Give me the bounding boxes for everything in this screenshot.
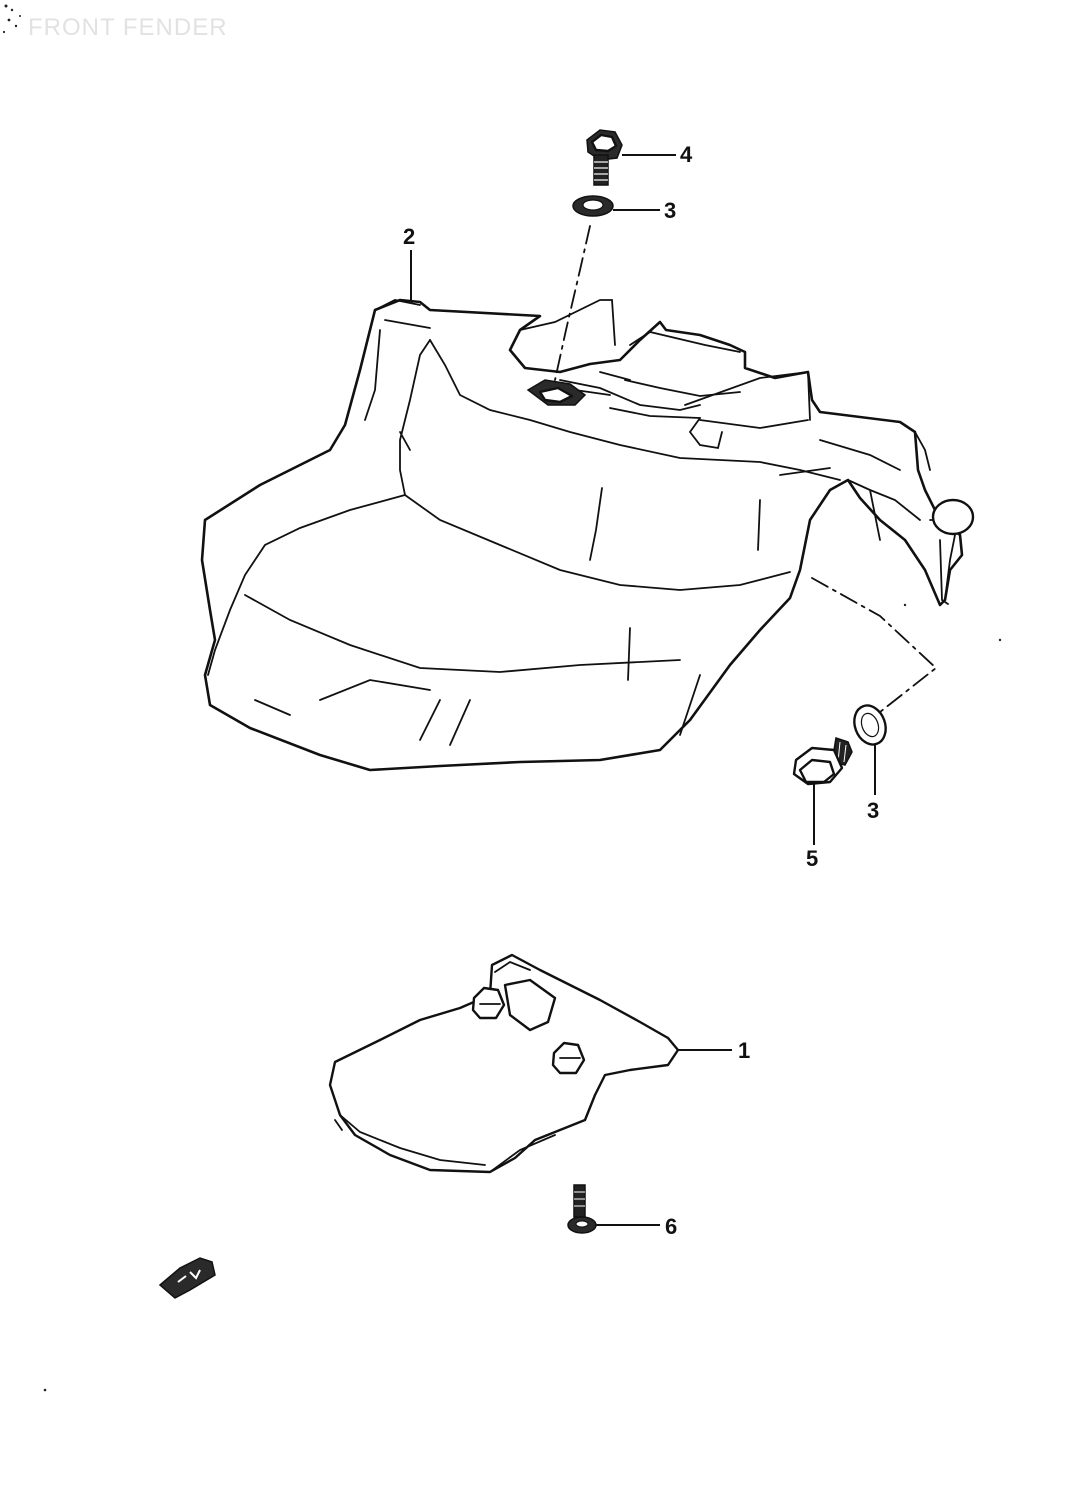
plate-outline	[328, 953, 680, 1174]
callout-3-top: 3	[664, 198, 676, 223]
washer-part-3-top	[572, 195, 614, 217]
scan-speckle	[2, 4, 1002, 1392]
callout-5: 5	[806, 846, 818, 871]
bolt-part-4	[586, 129, 623, 186]
screw-part-6	[567, 1184, 597, 1234]
forward-arrow-icon	[158, 1257, 216, 1299]
fender-outline	[200, 298, 964, 772]
callout-2: 2	[403, 224, 415, 249]
washer-part-3-right	[853, 704, 887, 746]
callout-6: 6	[665, 1214, 677, 1239]
bolt-part-5	[792, 737, 853, 786]
callout-4: 4	[680, 142, 693, 167]
callout-3-right: 3	[867, 798, 879, 823]
front-fender-part	[200, 298, 975, 772]
callout-1: 1	[738, 1038, 750, 1063]
diagram-title: FRONT FENDER	[28, 14, 228, 41]
plate-part-1	[328, 953, 680, 1174]
